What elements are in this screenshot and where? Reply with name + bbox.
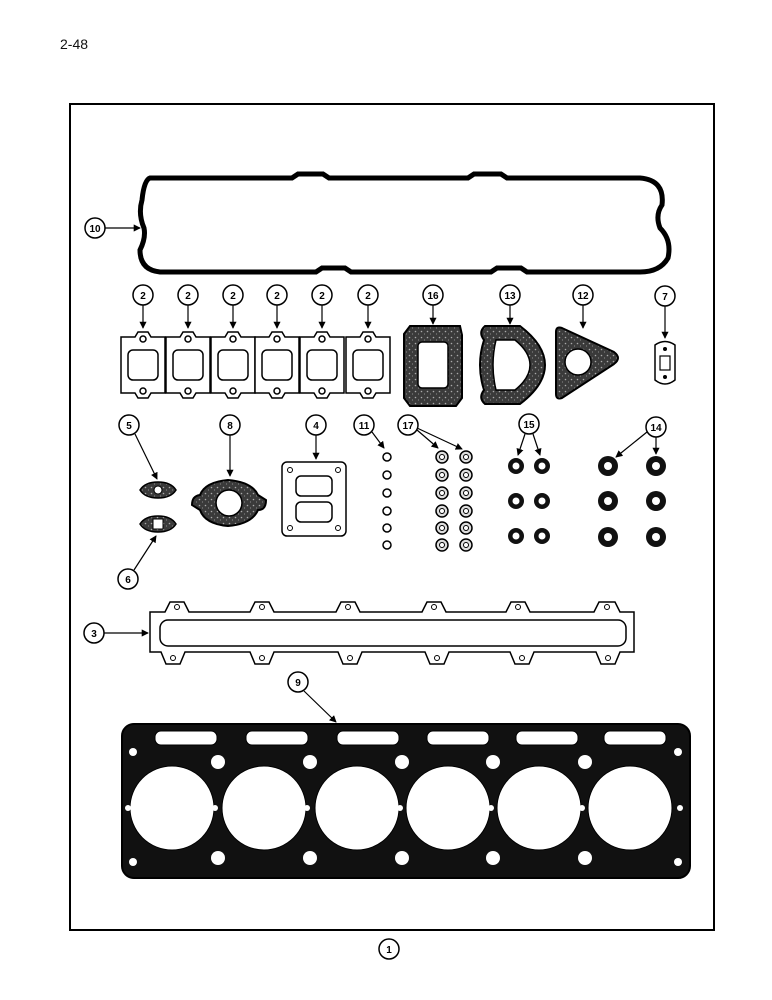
svg-text:15: 15 (523, 420, 535, 431)
washers (435, 450, 473, 552)
callout-4: 4 (305, 414, 327, 460)
cylinder-head-gasket (121, 723, 691, 879)
svg-text:16: 16 (427, 291, 439, 302)
valve-cover-gasket (137, 171, 672, 275)
callout-5: 5 (118, 414, 158, 480)
svg-text:9: 9 (295, 678, 301, 689)
callout-11: 11 (353, 414, 385, 449)
svg-text:1: 1 (386, 945, 392, 956)
callout-17: 17 (397, 414, 463, 450)
svg-text:2: 2 (274, 291, 280, 302)
exhaust-gasket (210, 331, 256, 399)
callout-6: 6 (117, 535, 157, 590)
callouts-2: 2 2 2 2 2 2 (132, 284, 379, 329)
svg-text:14: 14 (650, 423, 662, 434)
callout-9: 9 (287, 671, 337, 723)
callout-15: 15 (516, 413, 542, 456)
exhaust-gasket (120, 331, 166, 399)
callout-8: 8 (219, 414, 241, 477)
svg-text:2: 2 (319, 291, 325, 302)
svg-text:2: 2 (185, 291, 191, 302)
svg-text:8: 8 (227, 421, 233, 432)
svg-text:2: 2 (365, 291, 371, 302)
intake-square-gasket (403, 325, 463, 407)
small-oval-gasket (654, 340, 676, 385)
svg-text:10: 10 (89, 224, 101, 235)
triangular-gasket (555, 326, 619, 400)
svg-text:12: 12 (577, 291, 589, 302)
svg-text:13: 13 (504, 291, 516, 302)
exhaust-gasket (165, 331, 211, 399)
callout-10: 10 (84, 217, 141, 239)
exhaust-gasket (299, 331, 345, 399)
callout-12: 12 (572, 284, 594, 329)
large-seals (598, 456, 666, 547)
flange-gasket-5 (139, 481, 177, 499)
exhaust-gasket (254, 331, 300, 399)
svg-text:6: 6 (125, 575, 131, 586)
callout-7: 7 (654, 285, 676, 339)
callout-16: 16 (422, 284, 444, 325)
svg-text:3: 3 (91, 629, 97, 640)
o-rings (382, 452, 392, 550)
page-number: 2-48 (60, 36, 89, 52)
callout-13: 13 (499, 284, 521, 325)
flange-gasket-6 (139, 515, 177, 533)
svg-text:17: 17 (402, 421, 414, 432)
svg-text:2: 2 (230, 291, 236, 302)
svg-text:4: 4 (313, 421, 319, 432)
callout-3: 3 (83, 622, 149, 644)
round-flange-gasket (190, 478, 268, 528)
callout-14: 14 (615, 416, 667, 458)
svg-text:7: 7 (662, 292, 668, 303)
svg-text:5: 5 (126, 421, 132, 432)
valve-stem-seals (508, 458, 550, 544)
washer-holes (439, 454, 469, 548)
double-port-gasket (281, 461, 347, 537)
exhaust-gasket (345, 331, 391, 399)
callout-1: 1 (378, 938, 400, 960)
intake-manifold-gasket (149, 601, 635, 665)
d-shaped-gasket (479, 325, 547, 405)
svg-text:2: 2 (140, 291, 146, 302)
svg-text:11: 11 (359, 421, 370, 432)
illustration-frame (69, 103, 715, 931)
exhaust-gaskets (120, 331, 391, 399)
